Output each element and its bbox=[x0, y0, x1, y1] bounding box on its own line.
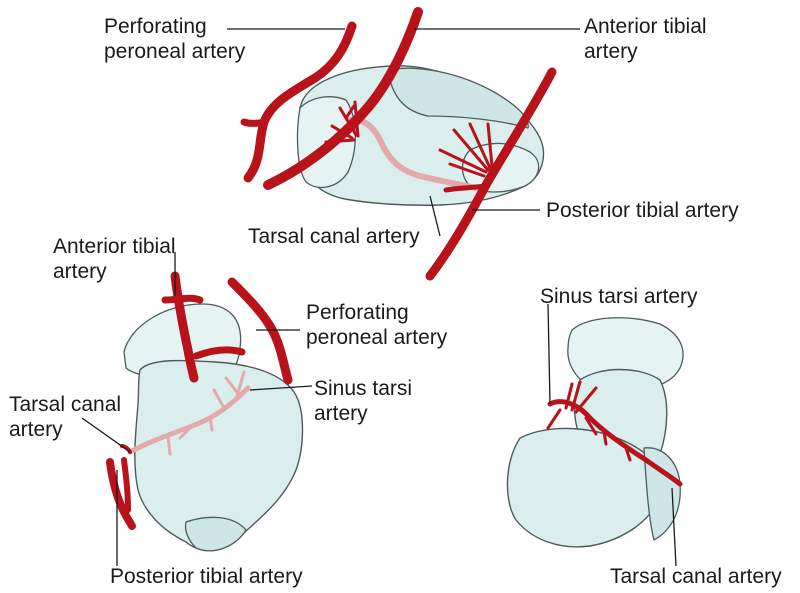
left-perforating-peroneal-artery bbox=[227, 277, 293, 385]
label-line: Perforating bbox=[104, 15, 207, 38]
right-talus-view bbox=[506, 303, 684, 567]
top-perforating-branch bbox=[240, 118, 268, 127]
left-posterior-tibial-artery bbox=[106, 458, 136, 530]
right-tarsal-canal-leader bbox=[671, 487, 677, 567]
label-right-sinus-tarsi: Sinus tarsi artery bbox=[540, 284, 698, 309]
label-top-tarsal-canal: Tarsal canal artery bbox=[248, 224, 420, 249]
label-line: Sinus tarsi bbox=[314, 377, 413, 400]
label-left-tarsal-canal: Tarsal canal artery bbox=[9, 392, 121, 442]
left-anterior-tibial-branch bbox=[161, 294, 204, 304]
label-line: Perforating bbox=[306, 301, 409, 324]
left-faint-branches bbox=[166, 370, 246, 456]
right-sinus-tarsi-leader bbox=[547, 303, 551, 405]
top-anterior-tibial-artery bbox=[263, 7, 423, 190]
top-sinus-tarsi-branches bbox=[324, 100, 360, 144]
label-top-anterior-tibial: Anterior tibial artery bbox=[584, 14, 707, 64]
label-left-sinus-tarsi: Sinus tarsi artery bbox=[314, 376, 412, 426]
label-line: Tarsal canal bbox=[9, 393, 122, 416]
right-sinus-tarsi-artery bbox=[547, 399, 683, 487]
label-top-posterior-tibial: Posterior tibial artery bbox=[546, 198, 739, 223]
label-line: artery bbox=[9, 418, 63, 441]
label-line: Tarsal canal artery bbox=[610, 565, 782, 588]
left-talus-lower bbox=[184, 516, 247, 552]
left-tarsal-canal-leader bbox=[81, 417, 131, 453]
label-right-tarsal-canal: Tarsal canal artery bbox=[610, 564, 782, 589]
label-line: artery bbox=[53, 260, 107, 283]
label-left-anterior-tibial: Anterior tibial artery bbox=[53, 234, 176, 284]
label-left-posterior-tibial: Posterior tibial artery bbox=[110, 564, 303, 589]
label-line: artery bbox=[584, 40, 638, 63]
label-left-perforating-peroneal: Perforating peroneal artery bbox=[306, 300, 447, 350]
right-sinus-tarsi-branches bbox=[546, 380, 632, 462]
label-top-perforating-peroneal: Perforating peroneal artery bbox=[104, 14, 245, 64]
label-line: Anterior tibial bbox=[53, 235, 176, 258]
left-sinus-tarsi-leader bbox=[249, 385, 313, 391]
top-tarsal-canal-leader bbox=[429, 195, 441, 237]
label-line: Sinus tarsi artery bbox=[540, 285, 698, 308]
top-talus-dome bbox=[387, 67, 529, 129]
left-perforating-branch bbox=[192, 346, 246, 360]
top-perforating-peroneal-artery bbox=[243, 21, 357, 183]
label-line: peroneal artery bbox=[104, 40, 246, 63]
top-tarsal-canal-artery-path bbox=[347, 116, 479, 191]
label-line: Anterior tibial bbox=[584, 15, 707, 38]
label-line: Tarsal canal artery bbox=[248, 225, 420, 248]
left-posterior-branch bbox=[121, 457, 131, 513]
label-line: peroneal artery bbox=[306, 326, 448, 349]
top-canal-branches bbox=[438, 122, 494, 178]
right-talus-posterior bbox=[643, 447, 681, 541]
label-line: Posterior tibial artery bbox=[546, 199, 739, 222]
left-talus-view bbox=[81, 252, 313, 566]
top-talus-view bbox=[227, 7, 580, 281]
top-tarsal-canal-artery bbox=[443, 183, 489, 193]
label-line: Posterior tibial artery bbox=[110, 565, 303, 588]
label-line: artery bbox=[314, 402, 368, 425]
